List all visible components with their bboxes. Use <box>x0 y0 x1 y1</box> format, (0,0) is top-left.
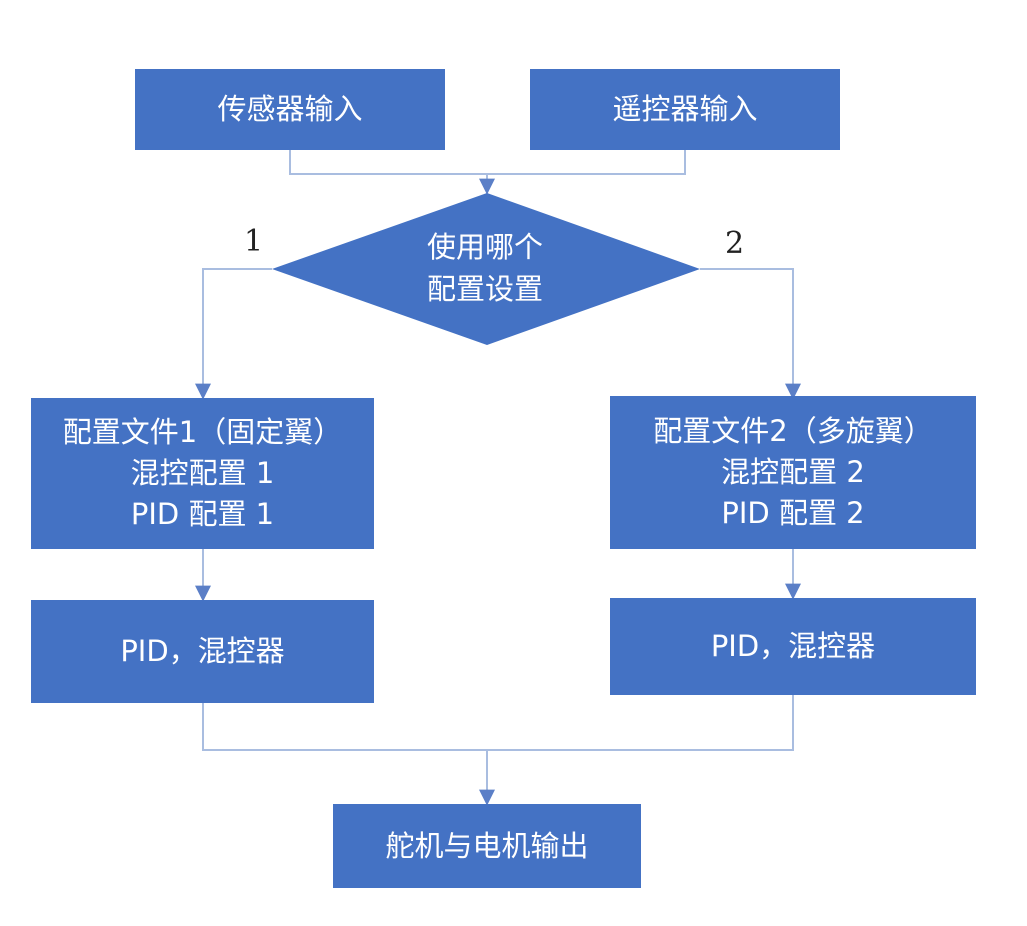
connector-branch-1 <box>195 268 272 400</box>
pid-mixer-left-label: PID，混控器 <box>120 634 285 668</box>
connector-rc-to-decision <box>487 150 686 175</box>
servo-motor-output-label: 舵机与电机输出 <box>385 828 589 863</box>
decision-label-line2: 配置设置 <box>426 272 543 306</box>
profile-1-title: 配置文件1（固定翼） <box>62 415 343 449</box>
decision-label-line1: 使用哪个 <box>426 230 543 264</box>
pid-mixer-right-box: PID，混控器 <box>610 598 976 695</box>
profile-2-title: 配置文件2（多旋翼） <box>653 414 933 448</box>
profile-2-mixer: 混控配置 2 <box>721 455 865 489</box>
profile-2-pid: PID 配置 2 <box>721 496 865 530</box>
connector-pid-right-to-output <box>487 695 794 751</box>
profile-1-pid: PID 配置 1 <box>130 497 275 531</box>
profile-2-box: 配置文件2（多旋翼） 混控配置 2 PID 配置 2 <box>610 396 976 549</box>
connector-pid-left-to-output <box>202 703 487 751</box>
profile-1-box: 配置文件1（固定翼） 混控配置 1 PID 配置 1 <box>31 398 374 549</box>
decision-diamond <box>272 193 700 345</box>
sensor-input-label: 传感器输入 <box>217 92 363 126</box>
sensor-input-box: 传感器输入 <box>135 69 445 150</box>
branch-label-1: 1 <box>244 224 264 259</box>
profile-1-mixer: 混控配置 1 <box>130 456 275 490</box>
decision-label: 使用哪个 配置设置 <box>365 218 605 318</box>
branch-label-2: 2 <box>725 226 745 261</box>
connector-sensor-to-decision <box>289 150 487 175</box>
connector-branch-2 <box>700 268 801 400</box>
rc-input-box: 遥控器输入 <box>530 69 840 150</box>
pid-mixer-left-box: PID，混控器 <box>31 600 374 703</box>
pid-mixer-right-label: PID，混控器 <box>710 629 876 663</box>
rc-input-label: 遥控器输入 <box>612 92 758 126</box>
servo-motor-output-box: 舵机与电机输出 <box>333 804 641 888</box>
